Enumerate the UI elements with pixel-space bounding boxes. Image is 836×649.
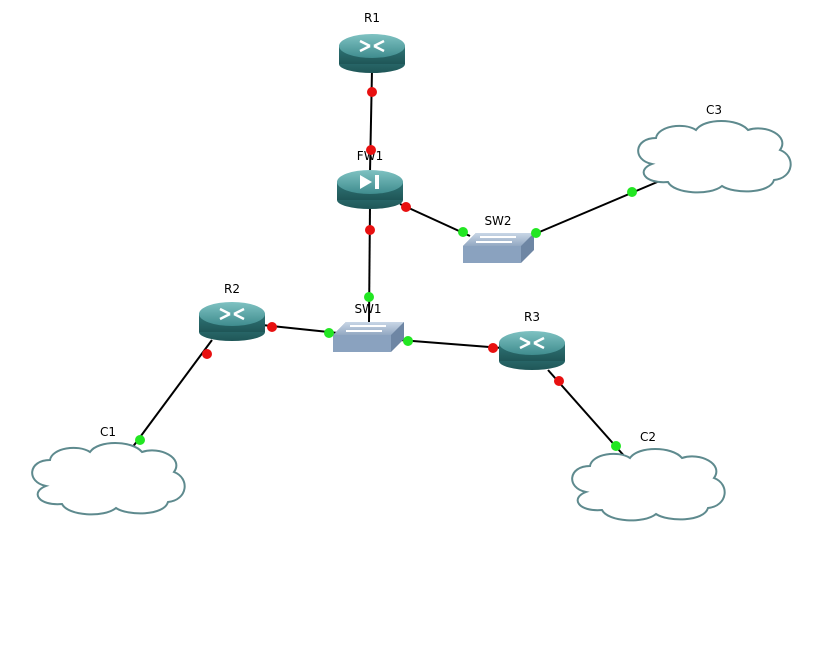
port-status-up-sw1: [403, 336, 413, 346]
router-arrows-icon: [519, 336, 545, 350]
switch-arrows-icon: [346, 325, 386, 332]
link-sw2-c3[interactable]: [529, 179, 663, 237]
port-status-down-fw1: [401, 202, 411, 212]
label-sw1: SW1: [354, 302, 381, 316]
label-c3: C3: [706, 103, 722, 117]
label-r3: R3: [524, 310, 540, 324]
link-r2-c1[interactable]: [131, 339, 213, 449]
port-status-down-r2: [202, 349, 212, 359]
port-status-up-c2: [611, 441, 621, 451]
port-status-down-r3: [488, 343, 498, 353]
port-status-up-c3: [627, 187, 637, 197]
switch-arrows-icon: [476, 236, 516, 243]
port-status-up-sw2: [458, 227, 468, 237]
port-status-up-sw1: [324, 328, 334, 338]
port-status-up-sw1: [364, 292, 374, 302]
link-r1-fw1[interactable]: [369, 69, 373, 173]
router-arrows-icon: [359, 39, 385, 53]
switch-sw2[interactable]: [463, 233, 534, 263]
play-icon: [360, 175, 372, 189]
label-r2: R2: [224, 282, 240, 296]
port-status-down-fw1: [365, 225, 375, 235]
router-r2[interactable]: [199, 302, 265, 341]
router-r3[interactable]: [499, 331, 565, 370]
port-status-up-c1: [135, 435, 145, 445]
port-status-down-fw1: [366, 145, 376, 155]
link-sw1-r3[interactable]: [399, 339, 503, 349]
cloud-c1[interactable]: [31, 442, 186, 516]
label-sw2: SW2: [484, 214, 511, 228]
router-r1[interactable]: [339, 34, 405, 73]
router-arrows-icon: [219, 307, 245, 321]
label-fw1: FW1: [357, 149, 383, 163]
port-status-up-sw2: [531, 228, 541, 238]
bar-icon: [375, 175, 379, 189]
label-c2: C2: [640, 430, 656, 444]
label-c1: C1: [100, 425, 116, 439]
cloud-c3[interactable]: [637, 120, 792, 194]
cloud-c2[interactable]: [571, 448, 726, 522]
switch-sw1[interactable]: [333, 322, 404, 352]
port-status-down-r1: [367, 87, 377, 97]
firewall-fw1[interactable]: [337, 170, 403, 209]
port-status-down-r2: [267, 322, 277, 332]
port-status-down-r3: [554, 376, 564, 386]
label-r1: R1: [364, 11, 380, 25]
